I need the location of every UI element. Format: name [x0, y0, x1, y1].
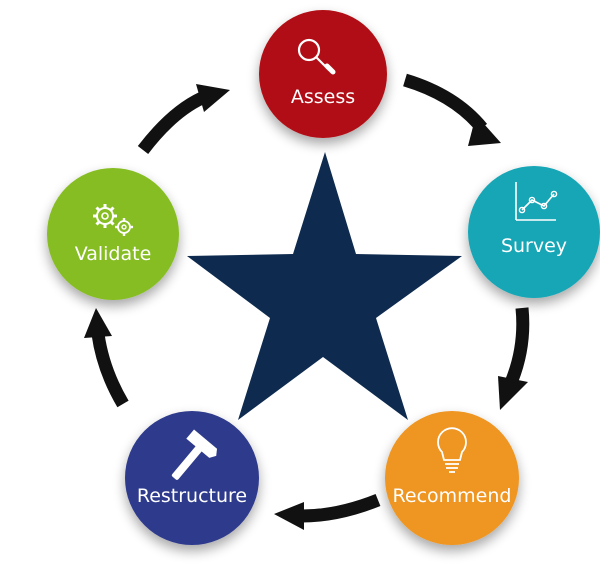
node-restructure-circle	[125, 411, 259, 545]
node-recommend[interactable]	[385, 411, 519, 545]
node-restructure[interactable]	[125, 411, 259, 545]
node-restructure-label: Restructure	[137, 485, 247, 507]
node-assess-label: Assess	[291, 86, 355, 108]
arrow-recommend-to-restructure	[274, 493, 381, 530]
hammer-icon	[171, 429, 218, 480]
arrow-restructure-to-validate	[84, 308, 129, 408]
node-survey-circle	[468, 166, 600, 298]
arrow-assess-to-survey	[403, 73, 501, 146]
node-survey-label: Survey	[501, 235, 567, 257]
node-assess-circle	[259, 10, 387, 138]
cycle-arrows	[84, 73, 530, 530]
center-star	[187, 152, 462, 420]
node-validate-circle	[47, 168, 179, 300]
node-recommend-label: Recommend	[393, 485, 512, 507]
arrow-validate-to-assess	[137, 84, 230, 154]
node-survey[interactable]	[468, 166, 600, 298]
line-chart-icon	[515, 182, 558, 221]
node-validate-label: Validate	[75, 243, 152, 265]
node-assess[interactable]	[259, 10, 387, 138]
node-validate[interactable]	[47, 168, 179, 300]
node-recommend-circle	[385, 411, 519, 545]
lightbulb-icon	[437, 427, 467, 473]
gears-icon	[93, 204, 133, 236]
magnifier-icon	[297, 38, 336, 75]
arrow-survey-to-recommend	[498, 307, 530, 410]
